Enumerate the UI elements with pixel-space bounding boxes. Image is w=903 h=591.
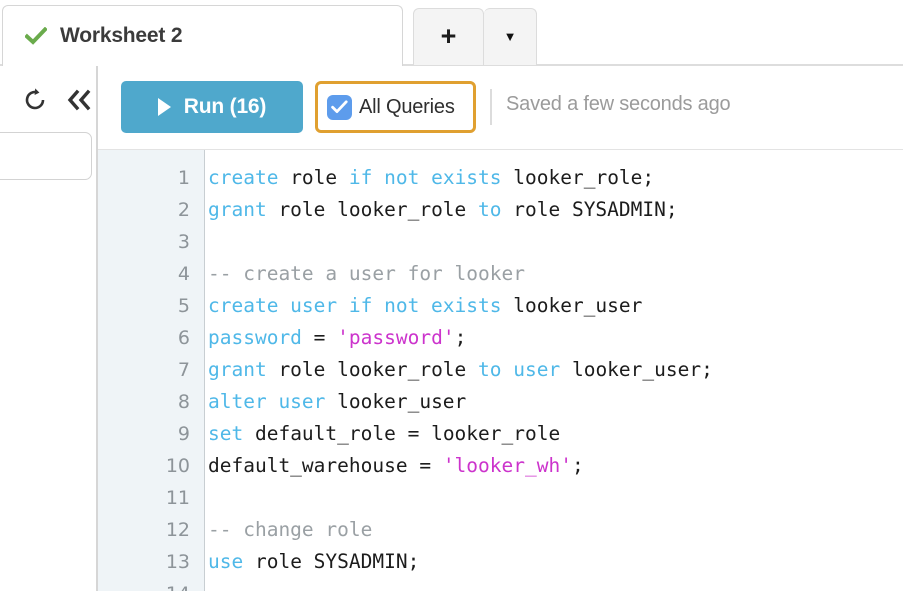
code-token: looker_role; (501, 166, 655, 189)
code-line: -- change role (208, 514, 903, 546)
code-line: create user if not exists looker_user (208, 290, 903, 322)
all-queries-label: All Queries (359, 95, 455, 118)
line-number: 8 (177, 391, 190, 413)
code-line: -- create a user for looker (208, 258, 903, 290)
line-number: 12 (165, 519, 190, 541)
code-token: to user (478, 358, 561, 381)
code-token: password (208, 326, 302, 349)
sql-editor[interactable]: 1234567891011121314 create role if not e… (98, 150, 903, 591)
code-token: create user if not exists (208, 294, 502, 317)
code-line: use role SYSADMIN; (208, 546, 903, 578)
run-button-label: Run (16) (183, 95, 267, 118)
line-number: 1 (177, 167, 190, 189)
code-token: grant (208, 198, 267, 221)
add-worksheet-button[interactable]: + (413, 8, 484, 65)
left-panel-search-input[interactable] (0, 132, 92, 180)
refresh-icon[interactable] (22, 87, 48, 113)
worksheet-menu-button[interactable]: ▼ (484, 8, 537, 65)
all-queries-checkbox[interactable]: All Queries (315, 81, 476, 133)
plus-icon: + (440, 20, 457, 51)
left-panel-toolbar (22, 83, 97, 117)
sql-code[interactable]: create role if not exists looker_role;gr… (208, 162, 903, 591)
code-line: set default_role = looker_role (208, 418, 903, 450)
left-panel (0, 66, 98, 591)
code-token: role SYSADMIN; (243, 550, 420, 573)
code-line: default_warehouse = 'looker_wh'; (208, 450, 903, 482)
line-number: 13 (165, 551, 190, 573)
code-token: default_warehouse = (208, 454, 443, 477)
chevron-down-icon: ▼ (503, 29, 517, 44)
code-line: grant role looker_role to user looker_us… (208, 354, 903, 386)
code-token: looker_user; (560, 358, 713, 381)
code-token: 'looker_wh' (442, 454, 572, 477)
code-token: default_role = looker_role (243, 422, 561, 445)
code-token: grant (208, 358, 267, 381)
code-token: to (478, 198, 502, 221)
line-number: 11 (165, 487, 190, 509)
green-check-icon (25, 27, 47, 45)
line-number: 3 (177, 231, 190, 253)
code-token: looker_user (501, 294, 643, 317)
code-token: 'password' (337, 326, 455, 349)
code-token: role looker_role (266, 198, 479, 221)
line-number: 14 (98, 578, 190, 591)
code-token: -- change role (208, 518, 373, 541)
code-line: password = 'password'; (208, 322, 903, 354)
line-numbers: 1234567891011121314 (98, 162, 190, 591)
code-line: create role if not exists looker_role; (208, 162, 903, 194)
line-number: 6 (177, 327, 190, 349)
left-panel-divider (96, 66, 98, 591)
code-line: grant role looker_role to role SYSADMIN; (208, 194, 903, 226)
saved-status: Saved a few seconds ago (506, 93, 731, 115)
run-button[interactable]: Run (16) (121, 81, 303, 133)
double-chevron-left-icon[interactable] (64, 88, 94, 112)
code-line (208, 226, 903, 258)
code-token: -- create a user for looker (208, 262, 525, 285)
worksheet-toolbar: Run (16) All Queries Saved a few seconds… (98, 66, 903, 150)
code-token: alter user (208, 390, 326, 413)
code-token: use (208, 550, 244, 573)
code-token: create (208, 166, 279, 189)
code-token: = (301, 326, 338, 349)
tab-worksheet-2[interactable]: Worksheet 2 (2, 5, 403, 66)
code-token: role SYSADMIN; (501, 198, 678, 221)
tab-bar: Worksheet 2 + ▼ (0, 0, 903, 66)
code-line: alter user looker_user (208, 386, 903, 418)
code-token: ; (454, 326, 467, 349)
toolbar-separator (490, 89, 492, 125)
code-token: ; (571, 454, 584, 477)
code-line (208, 482, 903, 514)
play-icon (157, 98, 171, 116)
checkbox-checked-icon (327, 94, 352, 120)
code-token: if not exists (348, 166, 502, 189)
code-token: role (278, 166, 349, 189)
line-number-gutter: 1234567891011121314 (98, 150, 205, 591)
line-number: 9 (177, 423, 190, 445)
tab-title: Worksheet 2 (60, 24, 183, 47)
code-token: role looker_role (266, 358, 479, 381)
code-line (208, 578, 903, 591)
line-number: 10 (165, 455, 190, 477)
code-token: set (208, 422, 244, 445)
line-number: 7 (177, 359, 190, 381)
line-number: 4 (177, 263, 190, 285)
tab-bar-underline (0, 64, 903, 66)
code-token: looker_user (325, 390, 467, 413)
line-number: 5 (177, 295, 190, 317)
line-number: 2 (177, 199, 190, 221)
